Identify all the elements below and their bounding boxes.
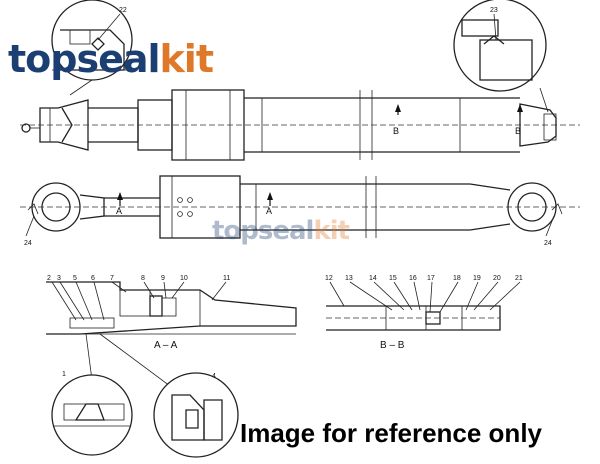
section-marker-a-left: A — [116, 206, 122, 216]
bb-part-number: 13 — [345, 275, 353, 282]
bb-part-number: 17 — [427, 275, 435, 282]
part-number-24-left: 24 — [24, 240, 32, 247]
bb-part-number: 14 — [369, 275, 377, 282]
bb-part-number: 15 — [389, 275, 397, 282]
bb-part-number: 12 — [325, 275, 333, 282]
aa-part-number: 8 — [141, 275, 145, 282]
section-marker-b-left: B — [393, 126, 399, 136]
topsealkit-watermark: topsealkit — [212, 216, 350, 246]
aa-part-number: 10 — [180, 275, 188, 282]
part-number-4: 4 — [212, 373, 216, 380]
aa-part-number: 11 — [223, 275, 230, 282]
watermark-text-part1: topseal — [212, 216, 314, 246]
topsealkit-logo: topsealkit — [8, 37, 214, 81]
part-number-23: 23 — [490, 7, 498, 14]
cylinder-plan-view — [20, 175, 580, 239]
aa-part-number: 2 — [47, 275, 51, 282]
detail-callout-23 — [453, 0, 549, 113]
bb-part-numbers: 12 13 14 15 16 17 18 19 20 21 — [325, 275, 523, 282]
part-number-24-right: 24 — [544, 240, 552, 247]
bb-part-number: 21 — [515, 275, 523, 282]
aa-part-number: 9 — [161, 275, 165, 282]
part-number-22: 22 — [119, 7, 127, 14]
bb-part-number: 19 — [473, 275, 481, 282]
cylinder-side-view — [20, 89, 580, 161]
logo-text-part1: topseal — [8, 37, 161, 81]
section-bb-view — [326, 281, 521, 331]
reference-notice: Image for reference only — [240, 418, 542, 448]
section-marker-b-right: B — [515, 126, 521, 136]
watermark-text-part2: kit — [313, 216, 350, 246]
bb-part-number: 18 — [453, 275, 461, 282]
aa-part-number: 7 — [110, 275, 114, 282]
section-marker-a-right: A — [266, 206, 272, 216]
aa-part-numbers: 2 3 5 6 7 8 9 10 11 — [47, 275, 230, 282]
section-aa-view — [46, 281, 297, 387]
part-number-1: 1 — [62, 371, 66, 378]
aa-part-number: 6 — [91, 275, 95, 282]
detail-circle-1 — [51, 374, 133, 456]
section-title-aa: A – A — [154, 340, 178, 351]
bb-part-number: 20 — [493, 275, 501, 282]
bb-part-number: 16 — [409, 275, 417, 282]
section-title-bb: B – B — [380, 340, 405, 351]
logo-text-part2: kit — [159, 37, 214, 81]
detail-circle-4 — [153, 372, 239, 458]
detail-callout-22 — [51, 0, 133, 96]
aa-part-number: 5 — [73, 275, 77, 282]
aa-part-number: 3 — [57, 275, 61, 282]
